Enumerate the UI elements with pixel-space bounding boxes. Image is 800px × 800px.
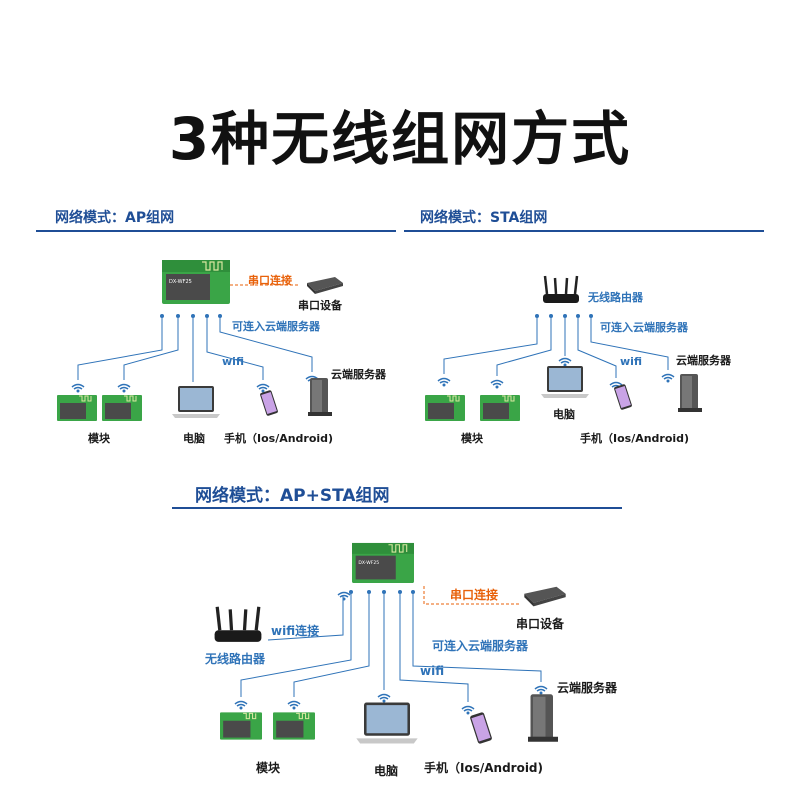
label-computer-ap: 电脑 — [183, 432, 205, 445]
label-phone-sta: 手机（Ios/Android) — [580, 432, 690, 445]
label-cloud-server-apsta: 云端服务器 — [557, 681, 618, 695]
laptop-icon — [172, 384, 220, 420]
wifi-signal-icon — [660, 368, 676, 383]
laptop-icon — [540, 364, 590, 400]
module-chip-label: DX-WF25 — [358, 560, 379, 566]
wifi-signal-icon — [233, 695, 249, 710]
label-cloud-link-apsta: 可连入云端服务器 — [432, 639, 529, 653]
laptop-icon — [356, 700, 418, 746]
wifi-module-icon: DX-WF25 — [352, 542, 414, 584]
label-serial-link-ap: 串口连接 — [248, 274, 292, 287]
wifi-signal-icon — [460, 700, 476, 715]
wireless-router-icon — [541, 274, 581, 306]
section-divider-apsta — [172, 507, 622, 509]
wifi-module-icon — [57, 395, 97, 421]
section-divider-sta — [404, 230, 764, 232]
label-serial-link-apsta: 串口连接 — [450, 588, 499, 602]
cloud-server-icon — [678, 374, 702, 412]
smartphone-icon — [470, 712, 492, 744]
label-module-apsta: 模块 — [256, 761, 281, 775]
wifi-signal-icon — [489, 374, 505, 389]
wifi-module-icon — [425, 395, 465, 421]
wifi-module-icon — [102, 395, 142, 421]
label-cloud-link-sta: 可连入云端服务器 — [600, 321, 688, 334]
wifi-signal-icon — [376, 688, 392, 703]
section-heading-sta: 网络模式：STA组网 — [420, 210, 548, 226]
label-serial-device-apsta: 串口设备 — [516, 617, 565, 631]
label-cloud-link-ap: 可连入云端服务器 — [232, 320, 320, 333]
wifi-signal-icon — [116, 378, 132, 393]
wifi-module-icon — [273, 712, 315, 740]
label-module-sta: 模块 — [461, 432, 483, 445]
label-router-sta: 无线路由器 — [588, 291, 643, 304]
section-divider-ap — [36, 230, 396, 232]
wifi-module-icon — [220, 712, 262, 740]
wifi-signal-icon — [286, 695, 302, 710]
wifi-signal-icon — [557, 352, 573, 367]
serial-device-icon — [305, 275, 345, 295]
wifi-signal-icon — [70, 378, 86, 393]
label-wifi-sta: wifi — [620, 355, 643, 368]
wifi-signal-icon — [436, 372, 452, 387]
cloud-server-icon — [308, 378, 332, 416]
wifi-module-icon: DX-WF25 — [162, 260, 230, 304]
label-phone-apsta: 手机（Ios/Android) — [424, 761, 544, 775]
label-computer-sta: 电脑 — [553, 408, 575, 421]
cloud-server-icon — [528, 694, 558, 742]
label-cloud-server-ap: 云端服务器 — [331, 368, 386, 381]
section-heading-ap: 网络模式：AP组网 — [55, 210, 175, 226]
smartphone-icon — [260, 390, 278, 416]
smartphone-icon — [614, 384, 632, 410]
section-heading-apsta: 网络模式：AP+STA组网 — [195, 486, 390, 506]
label-module-ap: 模块 — [88, 432, 110, 445]
wireless-router-icon — [212, 604, 264, 646]
label-phone-ap: 手机（Ios/Android) — [224, 432, 334, 445]
label-router-apsta: 无线路由器 — [205, 652, 266, 666]
serial-device-icon — [522, 584, 568, 608]
page-title: 3种无线组网方式 — [168, 105, 632, 173]
label-wifi-ap: wifi — [222, 355, 245, 368]
label-wifi-apsta: wifi — [420, 664, 445, 678]
wifi-module-icon — [480, 395, 520, 421]
wifi-signal-icon — [255, 378, 271, 393]
wifi-signal-icon — [336, 586, 352, 601]
label-cloud-server-sta: 云端服务器 — [676, 354, 731, 367]
label-wifi-link-apsta: wifi连接 — [271, 624, 320, 638]
label-serial-device-ap: 串口设备 — [298, 299, 342, 312]
label-computer-apsta: 电脑 — [374, 764, 399, 778]
wifi-signal-icon — [533, 680, 549, 695]
module-chip-label: DX-WF25 — [169, 279, 192, 285]
